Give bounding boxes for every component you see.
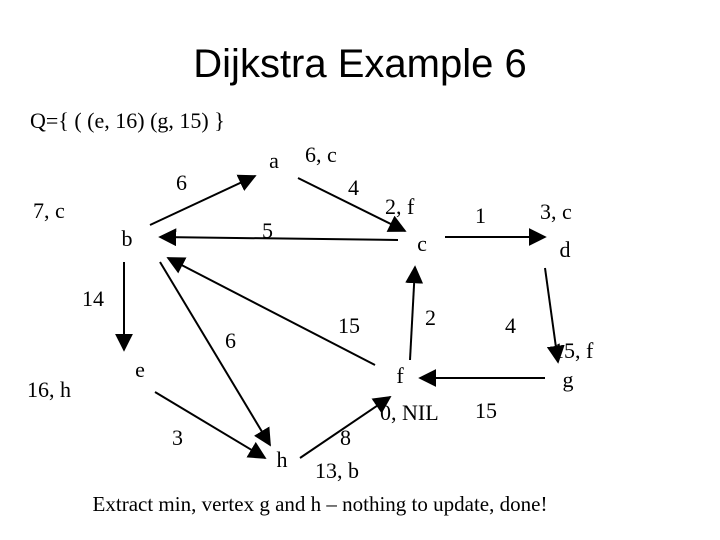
- node-a: a: [269, 148, 279, 173]
- priority-queue-text: Q={ ( (e, 16) (g, 15) }: [30, 108, 225, 133]
- edge-weight-d-g: 4: [505, 313, 516, 338]
- node-c: c: [417, 231, 427, 256]
- edge-weight-b-e: 14: [82, 286, 104, 311]
- edge-c-b: [158, 228, 399, 247]
- edge-weight-b-h: 6: [225, 328, 236, 353]
- edge-weight-g-f: 15: [475, 398, 497, 423]
- edge-a-c: [297, 177, 407, 232]
- edge-d-g: [544, 267, 565, 364]
- node-b: b: [122, 226, 133, 251]
- edge-weight-h-f: 8: [340, 425, 351, 450]
- dist-label-d: 3, c: [540, 199, 572, 224]
- edge-e-h: [154, 391, 267, 459]
- dist-label-a: 6, c: [305, 142, 337, 167]
- edge-b-a: [149, 174, 257, 226]
- dist-label-e: 16, h: [27, 377, 71, 402]
- edge-b-h: [159, 261, 271, 447]
- edge-weight-a-c: 4: [348, 175, 359, 200]
- dist-label-f: 0, NIL: [380, 400, 439, 425]
- node-h: h: [277, 447, 288, 472]
- edge-f-c: [405, 265, 424, 361]
- slide-footer: Extract min, vertex g and h – nothing to…: [92, 492, 548, 516]
- node-g: g: [563, 367, 574, 392]
- dist-label-h: 13, b: [315, 458, 359, 483]
- node-e: e: [135, 357, 145, 382]
- dist-label-b: 7, c: [33, 198, 65, 223]
- edge-weight-b-a: 6: [176, 170, 187, 195]
- edge-weight-f-b: 15: [338, 313, 360, 338]
- edge-weight-c-d: 1: [475, 203, 486, 228]
- edge-h-f: [299, 395, 392, 459]
- node-f: f: [396, 363, 404, 388]
- node-d: d: [560, 237, 571, 262]
- slide-title: Dijkstra Example 6: [193, 42, 527, 86]
- edge-weight-f-c: 2: [425, 305, 436, 330]
- dist-label-g: 15, f: [553, 338, 594, 363]
- edge-weight-e-h: 3: [172, 425, 183, 450]
- dist-label-c: 2, f: [385, 194, 415, 219]
- edge-f-b: [166, 257, 376, 366]
- edge-weight-c-b: 5: [262, 218, 273, 243]
